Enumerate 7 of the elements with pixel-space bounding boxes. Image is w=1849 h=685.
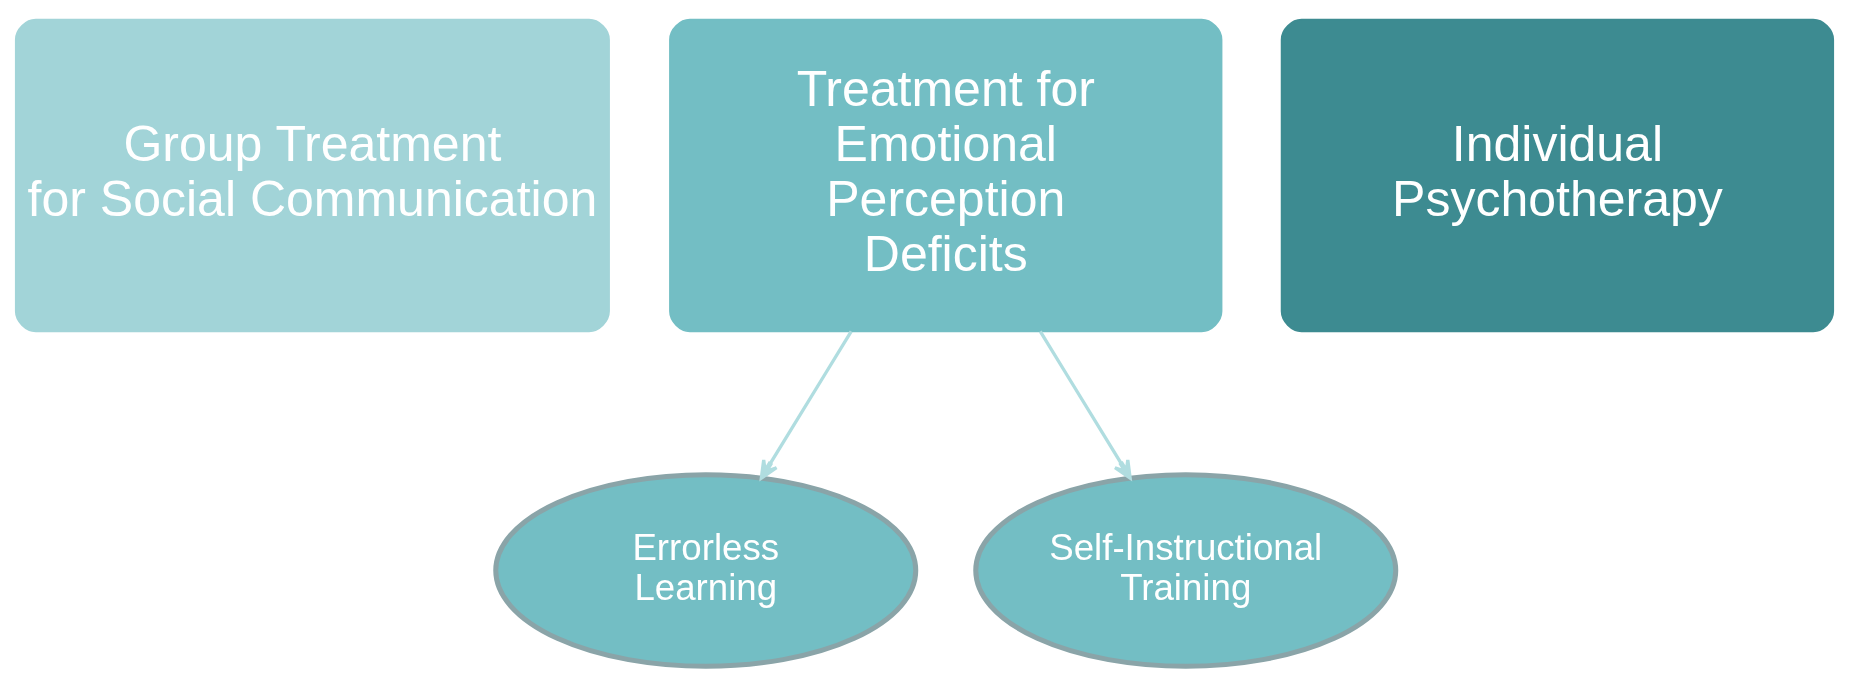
node-box: Treatment for Emotional Perception Deficits <box>669 18 1223 332</box>
node-ellipse: Self-Instructional Training <box>973 471 1399 669</box>
node-ellipse: Errorless Learning <box>493 471 919 669</box>
node-box: Individual Psychotherapy <box>1280 18 1835 332</box>
arrow <box>759 330 853 480</box>
node-box: Group Treatment for Social Communication <box>14 18 610 332</box>
arrow <box>1038 330 1132 480</box>
